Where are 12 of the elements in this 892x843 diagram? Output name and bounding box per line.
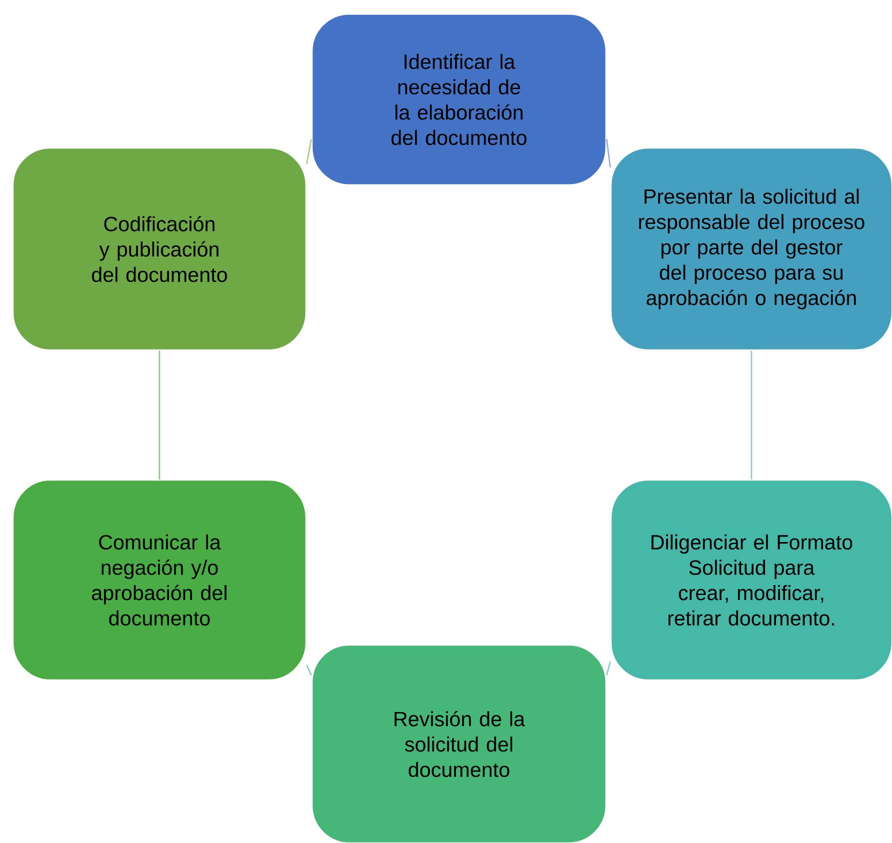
process-box: Identificar la necesidad de la elaboración del documento	[311, 13, 607, 186]
connector-line	[606, 138, 611, 168]
process-box: Presentar la solicitud al responsable del proceso por parte del gestor del proceso para su aprobación o negación	[610, 147, 892, 351]
connector-line	[306, 138, 312, 164]
process-box: Diligenciar el Formato Solicitud para crear, modificar, retirar documento.	[610, 479, 892, 681]
connector-line	[306, 664, 312, 676]
connector-line	[750, 350, 752, 480]
connector-line	[606, 661, 611, 676]
process-box: Comunicar la negación y/o aprobación del documento	[12, 479, 307, 681]
process-box: Revisión de la solicitud del documento	[311, 644, 607, 843]
process-box: Codificación y publicación del documento	[12, 147, 307, 351]
connector-line	[158, 350, 160, 480]
